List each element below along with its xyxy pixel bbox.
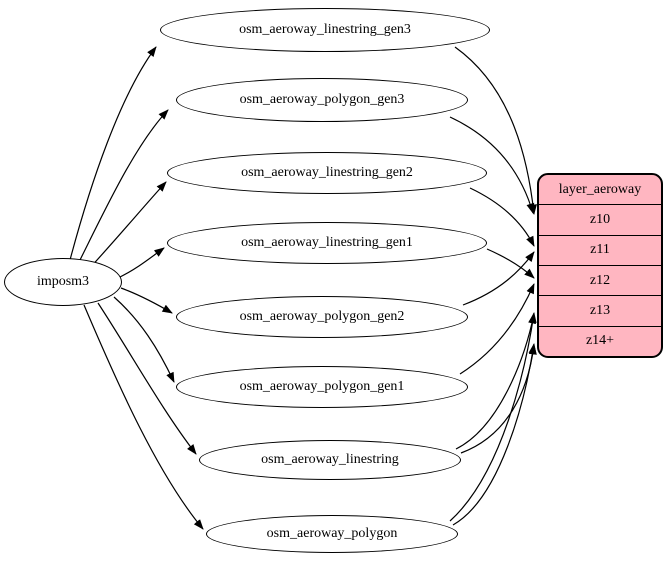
layer-aeroway-row-z14: z14+ (539, 325, 661, 356)
edge-imposm3-to-polygon-gen1 (113, 296, 175, 383)
layer-aeroway-row-z12: z12 (539, 264, 661, 295)
layer-aeroway-title: layer_aeroway (558, 181, 642, 197)
layer-aeroway-row-z10: z10 (539, 204, 661, 234)
node-osm-aeroway-polygon: osm_aeroway_polygon (206, 515, 458, 553)
edge-polygon-to-z13 (449, 312, 537, 522)
edge-imposm3-to-linestring-gen1 (119, 247, 165, 278)
edge-imposm3-to-polygon-gen3 (77, 109, 169, 265)
edge-imposm3-to-linestring (97, 302, 197, 455)
node-layer-aeroway: layer_aeroway z10 z11 z12 z13 z14+ (537, 173, 663, 358)
edge-imposm3-to-linestring-gen3 (69, 46, 157, 261)
node-osm-aeroway-linestring-gen1: osm_aeroway_linestring_gen1 (167, 222, 487, 264)
node-osm-aeroway-linestring-gen3: osm_aeroway_linestring_gen3 (160, 8, 490, 52)
edge-polygon-to-z14 (452, 343, 537, 526)
node-osm-aeroway-polygon-gen2: osm_aeroway_polygon_gen2 (176, 296, 468, 338)
edge-linestring-gen1-to-z12 (486, 248, 535, 279)
edge-polygon-gen3-to-z10 (449, 116, 535, 214)
edge-polygon-gen1-to-z12 (459, 283, 535, 375)
edge-imposm3-to-linestring-gen2 (87, 181, 167, 271)
edge-linestring-to-z13 (455, 313, 536, 450)
edge-polygon-gen2-to-z11 (462, 251, 535, 306)
layer-aeroway-row-z13: z13 (539, 295, 661, 325)
node-osm-aeroway-polygon-gen3: osm_aeroway_polygon_gen3 (176, 78, 468, 122)
layer-aeroway-row-z11: z11 (539, 234, 661, 265)
edge-imposm3-to-polygon-gen2 (120, 287, 173, 314)
node-osm-aeroway-linestring-gen2: osm_aeroway_linestring_gen2 (167, 152, 487, 194)
edge-imposm3-to-polygon (83, 304, 204, 530)
node-imposm3: imposm3 (4, 258, 122, 306)
edge-linestring-gen3-to-z10 (454, 46, 537, 215)
edge-linestring-gen2-to-z11 (469, 187, 535, 247)
node-osm-aeroway-linestring: osm_aeroway_linestring (199, 440, 461, 480)
node-osm-aeroway-polygon-gen1: osm_aeroway_polygon_gen1 (176, 366, 468, 408)
